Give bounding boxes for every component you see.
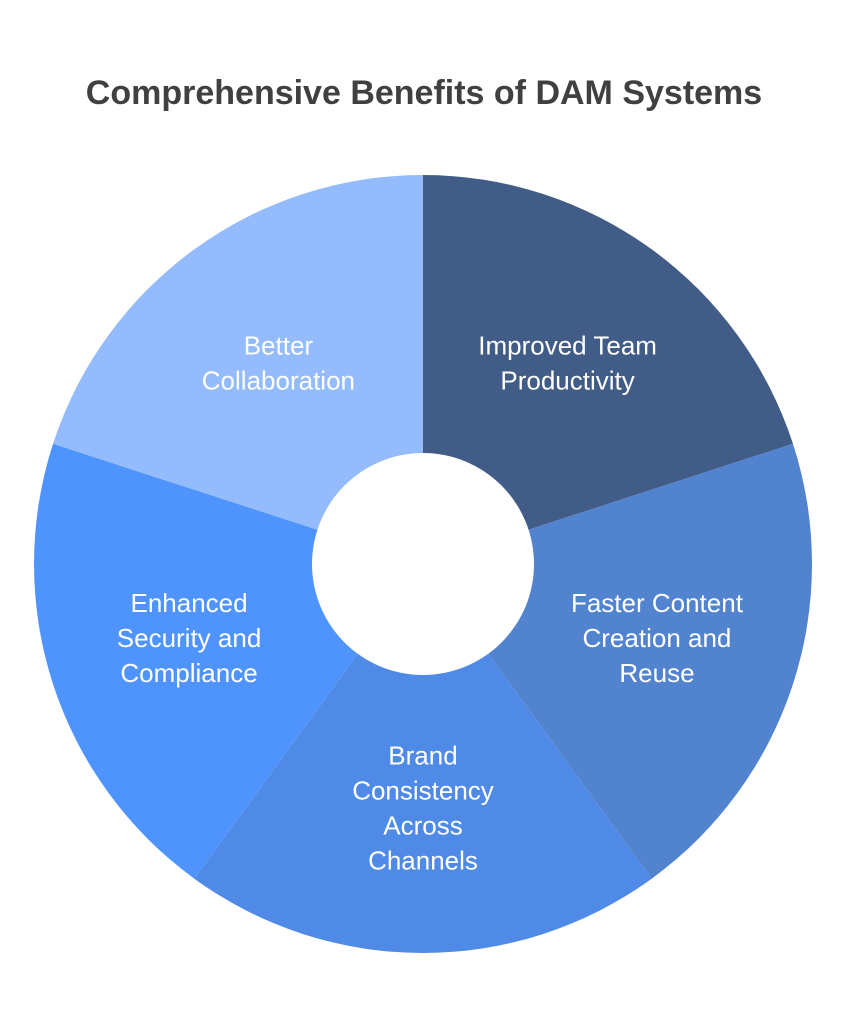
segment-label-line: Collaboration: [202, 365, 355, 395]
segment-label-line: Creation and: [583, 623, 732, 653]
wheel-segments: [33, 175, 812, 953]
segment-label-line: Faster Content: [571, 588, 744, 618]
segment-label-line: Better: [244, 330, 314, 360]
segment-label-line: Compliance: [120, 658, 257, 688]
center-hole: [312, 453, 534, 675]
segment-label-line: Across: [383, 810, 462, 840]
segment-label-line: Enhanced: [130, 588, 247, 618]
segment-brand-consistency: [194, 564, 652, 953]
segment-label-line: Reuse: [619, 658, 694, 688]
segment-better-collaboration: [53, 175, 424, 564]
segment-label-line: Productivity: [500, 365, 634, 395]
segment-label-line: Consistency: [352, 775, 494, 805]
segment-improved-team-productivity: [423, 175, 793, 564]
diagram-title: Comprehensive Benefits of DAM Systems: [85, 74, 763, 112]
segment-label-line: Channels: [368, 845, 478, 875]
segment-label-line: Brand: [388, 740, 457, 770]
segment-label-line: Improved Team: [478, 330, 657, 360]
segment-label-line: Security and: [117, 623, 262, 653]
